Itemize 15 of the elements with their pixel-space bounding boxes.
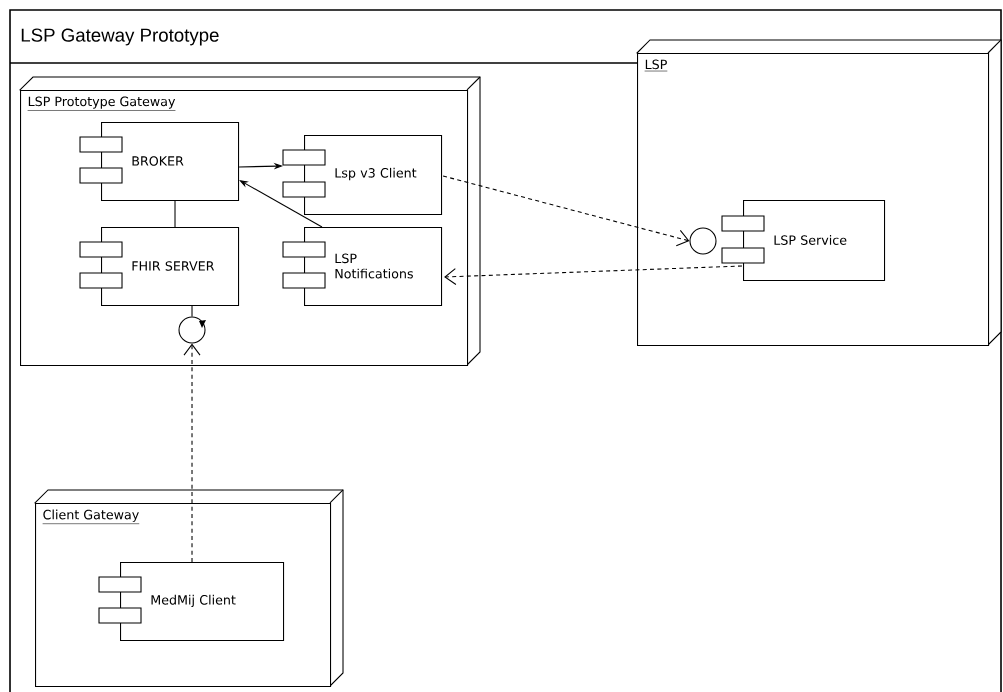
interface-circle [689, 227, 717, 255]
component-box: BROKER [79, 122, 240, 202]
interface-circle [178, 316, 206, 344]
component-box: Lsp v3 Client [282, 135, 443, 216]
dependency-arrow [444, 265, 743, 286]
component-box: MedMij Client [98, 562, 285, 642]
title: LSP Gateway Prototype [21, 28, 219, 46]
dependency-arrow [183, 343, 201, 563]
connector-line [174, 200, 176, 228]
component-box: FHIR SERVER [79, 227, 240, 307]
dependency-arrow [442, 175, 690, 247]
connector-line [191, 305, 193, 317]
node-label: LSP [645, 59, 667, 70]
component-box: LSP Notifications [282, 227, 443, 307]
component-box: LSP Service [721, 200, 886, 282]
